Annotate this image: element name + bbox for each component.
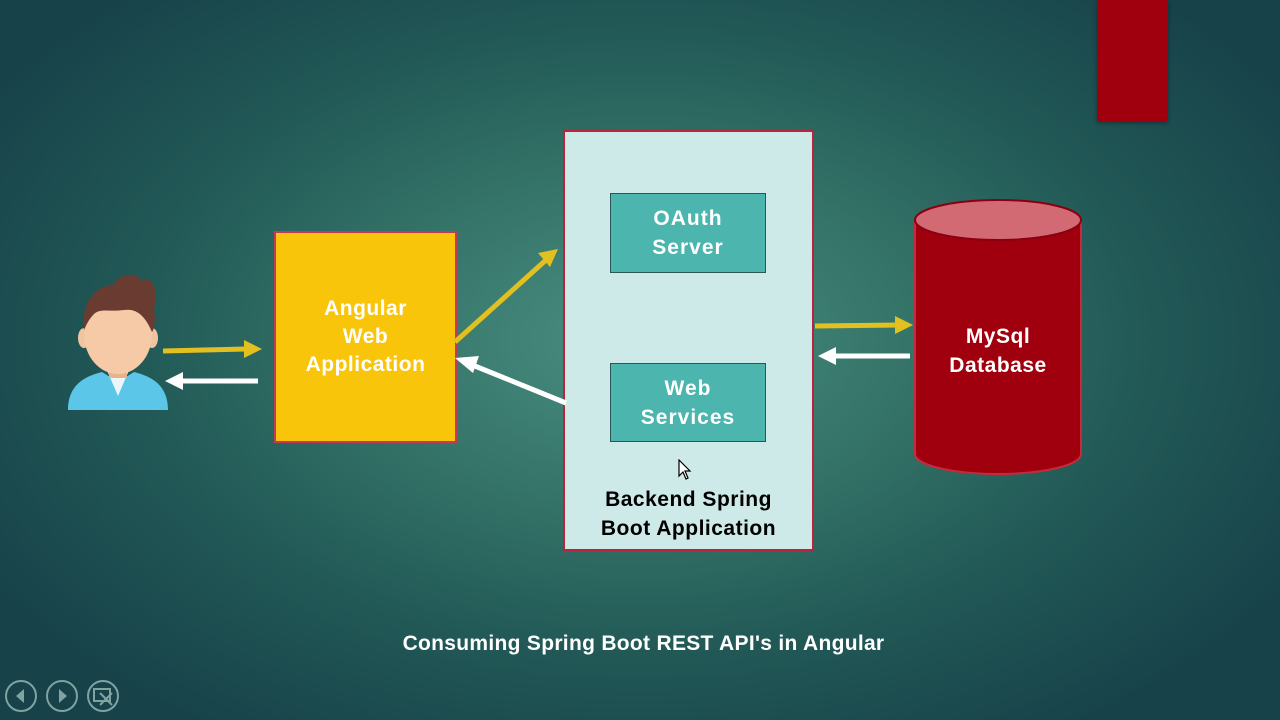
oauth-server-label: OAuth Server — [652, 207, 724, 259]
angular-web-application-box: Angular Web Application — [274, 231, 457, 443]
oauth-server-box: OAuth Server — [610, 193, 766, 273]
angular-web-application-label: Angular Web Application — [305, 297, 426, 376]
slide-caption: Consuming Spring Boot REST API's in Angu… — [402, 632, 885, 655]
previous-slide-icon[interactable] — [4, 679, 38, 713]
request-arrow-user-to-angular — [162, 340, 262, 358]
mysql-database-cylinder — [914, 199, 1082, 475]
response-arrow-database-to-backend — [818, 347, 910, 365]
web-services-label: Web Services — [640, 376, 736, 429]
mouse-cursor-icon — [678, 459, 692, 480]
response-arrow-angular-to-user — [165, 372, 258, 390]
request-arrow-backend-to-database — [814, 316, 913, 334]
user-avatar-icon — [68, 274, 168, 410]
next-slide-icon[interactable] — [45, 679, 79, 713]
web-services-box: Web Services — [610, 363, 766, 442]
request-arrow-angular-to-backend — [453, 249, 558, 344]
backend-spring-boot-label: Backend Spring Boot Application — [600, 488, 777, 540]
response-arrow-backend-to-angular — [455, 356, 567, 406]
mysql-database-label: MySql Database — [949, 325, 1047, 377]
red-banner-tab — [1097, 0, 1168, 121]
exit-slideshow-icon[interactable] — [86, 679, 120, 713]
